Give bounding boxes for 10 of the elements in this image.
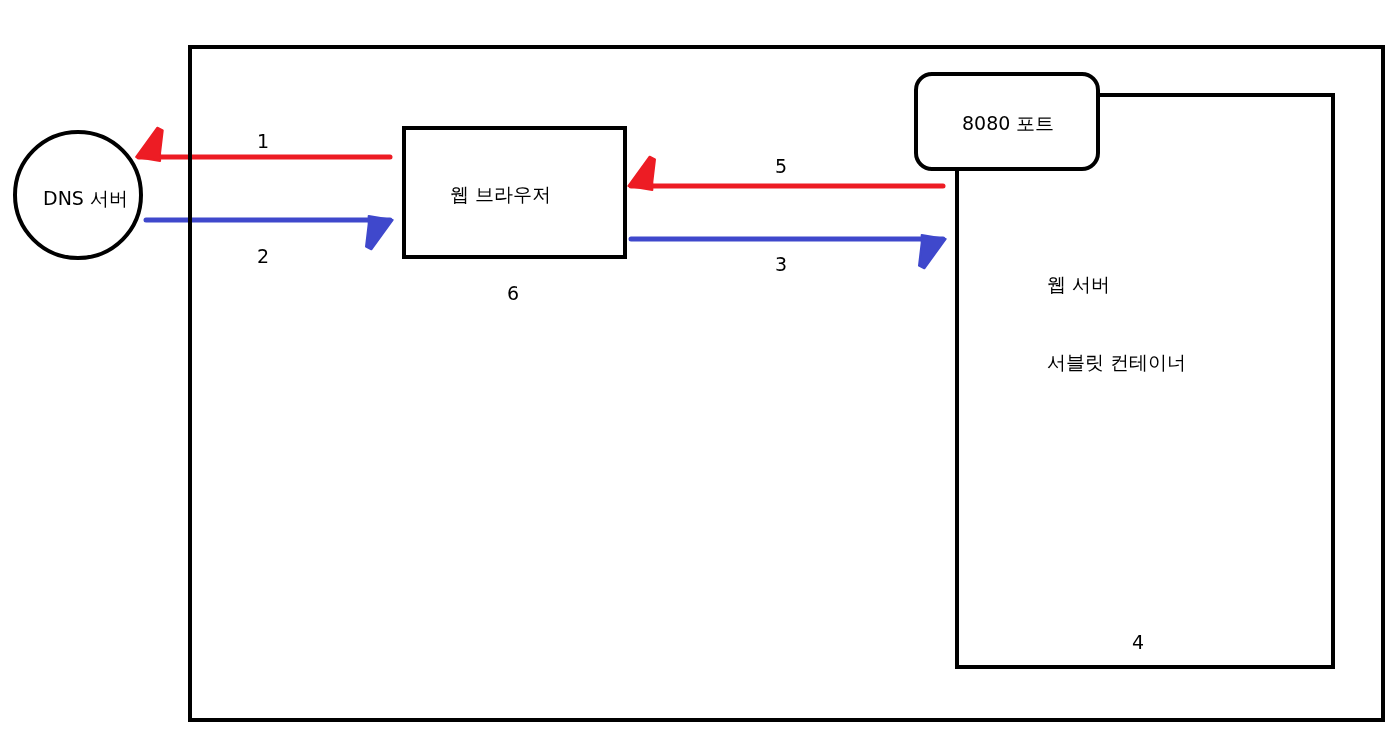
- node-label: 4: [1132, 631, 1145, 653]
- node-label: DNS 서버: [43, 186, 128, 211]
- node-label: 웹 서버: [1047, 272, 1111, 297]
- frame-box: [188, 45, 1385, 722]
- node-label: 웹 브라우저: [450, 182, 552, 207]
- port-box: [914, 72, 1100, 171]
- step-number: 6: [507, 282, 520, 304]
- server-circle: [13, 130, 143, 260]
- node-label: 서블릿 컨테이너: [1047, 350, 1187, 375]
- node-label: 8080 포트: [962, 111, 1055, 136]
